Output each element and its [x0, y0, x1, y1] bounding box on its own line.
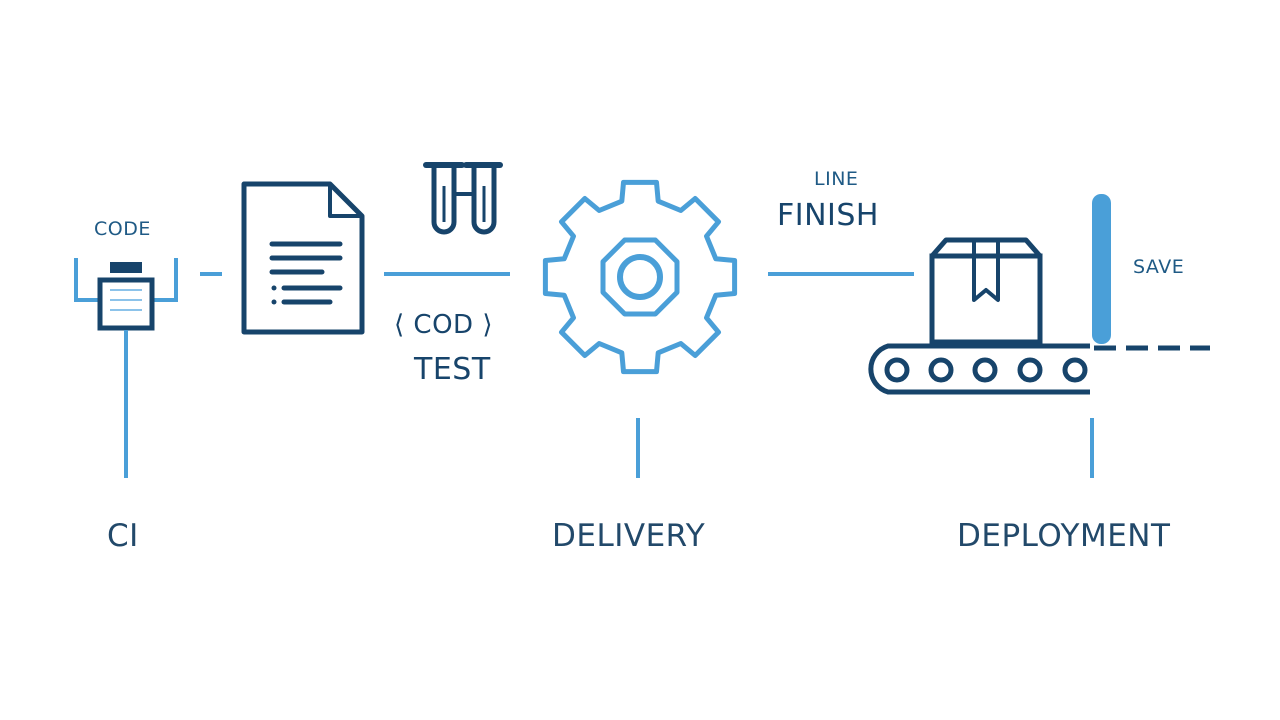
label-save: SAVE [1133, 256, 1185, 278]
label-code: CODE [94, 218, 151, 240]
label-ci: CI [107, 518, 139, 554]
document-icon [241, 181, 365, 335]
conveyor-belt-icon [868, 343, 1090, 395]
label-deployment: DEPLOYMENT [957, 518, 1171, 554]
package-jar-icon [74, 258, 178, 331]
label-delivery: DELIVERY [552, 518, 706, 554]
box-icon [929, 237, 1043, 345]
label-cod: ⟨ COD ⟩ [394, 310, 493, 340]
finish-pole-icon [1092, 194, 1210, 351]
label-test: TEST [414, 352, 491, 387]
gear-icon [542, 179, 738, 375]
label-line: LINE [814, 168, 859, 190]
test-tubes-icon [423, 162, 503, 235]
label-finish: FINISH [777, 198, 879, 233]
